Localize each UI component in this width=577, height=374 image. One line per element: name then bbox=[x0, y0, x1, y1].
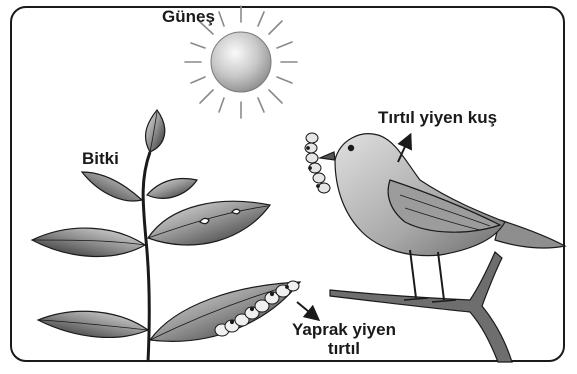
caterpillar-icon bbox=[305, 133, 330, 193]
caterpillar-label-line2: tırtıl bbox=[292, 339, 396, 358]
caterpillar-label-line1: Yaprak yiyen bbox=[292, 320, 396, 339]
plant-icon bbox=[32, 110, 300, 362]
bird-label: Tırtıl yiyen kuş bbox=[378, 109, 497, 126]
caterpillar-label: Yaprak yiyen tırtıl bbox=[292, 320, 396, 358]
arrow-icon bbox=[297, 302, 314, 316]
plant-label: Bitki bbox=[82, 150, 119, 167]
sun-label: Güneş bbox=[162, 8, 215, 25]
bird-icon bbox=[320, 134, 565, 302]
